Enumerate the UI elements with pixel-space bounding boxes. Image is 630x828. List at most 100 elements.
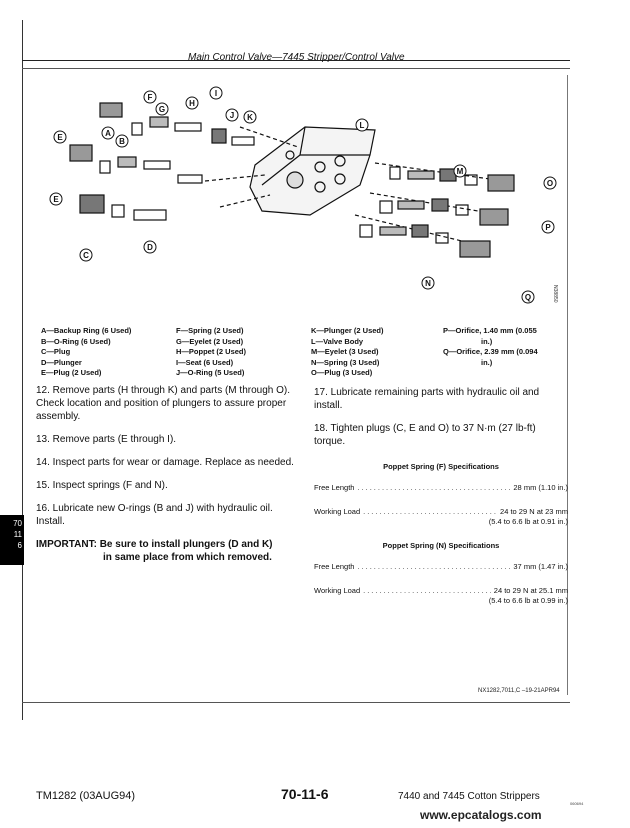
spec-label: Working Load [314,586,361,595]
legend-item: H—Poppet (2 Used) [176,347,247,356]
procedure-steps-right: 17. Lubricate remaining parts with hydra… [314,386,568,618]
callout-o: O [543,176,557,190]
legend-item: N—Spring (3 Used) [311,357,380,367]
legend-item: K—Plunger (2 Used) [311,326,384,335]
callout-label: B [119,137,125,146]
callout-m: M [453,164,467,178]
callout-label: O [547,179,553,188]
tab-line: 70 [13,519,22,528]
legend-column-1: A—Backup Ring (6 Used) B—O-Ring (6 Used)… [41,326,131,379]
legend-item: F—Spring (2 Used) [176,326,244,335]
step-12: 12. Remove parts (H through K) and parts… [36,385,290,422]
legend-item: G—Eyelet (2 Used) [176,336,244,346]
diagram-side-code: N38850 [552,285,558,303]
callout-label: A [105,129,111,138]
frame-left-rule [22,20,23,720]
legend-item: M—Eyelet (3 Used) [311,347,379,356]
legend-item: C—Plug [41,347,71,356]
callout-n: N [421,276,435,290]
callout-h: H [185,96,199,110]
legend-column-4: P—Orifice, 1.40 mm (0.055 in.) Q—Orifice… [443,326,538,368]
important-note: IMPORTANT: Be sure to install plungers (… [36,538,298,564]
step-14: 14. Inspect parts for wear or damage. Re… [36,457,294,468]
step-15: 15. Inspect springs (F and N). [36,480,168,491]
spec-label: Free Length [314,562,355,571]
step-13: 13. Remove parts (E through I). [36,434,177,445]
valve-body-outline [249,126,376,216]
callout-label: K [247,113,253,122]
callout-label: L [360,121,365,130]
callout-e2: E [49,192,63,206]
spec-label: Working Load [314,507,361,516]
spec-f-working-load-imperial: (5.4 to 6.6 lb at 0.91 in.) [488,517,568,526]
tab-line: 6 [17,541,22,550]
important-line-2: in same place from which removed. [103,552,272,563]
step-16: 16. Lubricate new O-rings (B and J) with… [36,503,273,527]
legend-item: L—Valve Body [311,336,364,346]
legend-item: D—Plunger [41,357,82,367]
callout-label: M [457,167,464,176]
callout-p: P [541,220,555,234]
legend-item: in.) [481,357,493,367]
callout-label: I [215,89,217,98]
legend-column-3: K—Plunger (2 Used) L—Valve Body M—Eyelet… [311,326,384,379]
frame-top-rule-2 [22,68,570,69]
watermark: www.epcatalogs.com [420,808,542,822]
footer-product: 7440 and 7445 Cotton Strippers [398,791,540,802]
callout-label: F [148,93,153,102]
tab-line: 11 [13,530,22,539]
frame-top-rule [22,60,570,61]
legend-item: O—Plug (3 Used) [311,368,373,377]
legend-item: E—Plug (2 Used) [41,368,102,377]
legend-item: I—Seat (6 Used) [176,357,234,367]
callout-c: C [79,248,93,262]
spec-n-free-length: Free Length ............................… [314,562,568,572]
callout-j: J [225,108,239,122]
legend-item: Q—Orifice, 2.39 mm (0.094 [443,347,538,356]
section-tab: 70 11 6 [0,515,24,565]
leader-dots: ........................................… [357,483,510,492]
step-18: 18. Tighten plugs (C, E and O) to 37 N·m… [314,423,536,447]
spec-n-heading: Poppet Spring (N) Specifications [382,541,500,550]
exploded-view-diagram: F G H I J K A B E E C D L M N O P Q [49,86,557,304]
spec-n-working-load: Working Load ...........................… [314,586,568,596]
callout-b: B [115,134,129,148]
step-17: 17. Lubricate remaining parts with hydra… [314,387,540,411]
callout-q: Q [521,290,535,304]
legend-column-2: F—Spring (2 Used) G—Eyelet (2 Used) H—Po… [176,326,246,379]
callout-g: G [155,102,169,116]
callout-label: E [53,195,59,204]
callout-label: N [425,279,431,288]
callout-l: L [355,118,369,132]
spec-label: Free Length [314,483,355,492]
footer-page-number: 70-11-6 [281,786,329,802]
procedure-steps-left: 12. Remove parts (H through K) and parts… [36,384,298,574]
spec-value: 24 to 29 N at 25.1 mm [493,586,568,595]
callout-label: G [159,105,165,114]
leader-dots: ........................................… [357,562,510,571]
footer-manual-id: TM1282 (03AUG94) [36,790,136,802]
leader-dots: ........................................… [363,507,497,516]
callout-d: D [143,240,157,254]
frame-right-rule [567,75,568,695]
callout-e: E [53,130,67,144]
legend-item: A—Backup Ring (6 Used) [41,326,132,335]
legend-item: P—Orifice, 1.40 mm (0.055 [443,326,537,335]
callout-i: I [209,86,223,100]
callout-a: A [101,126,115,140]
legend-item: in.) [481,336,493,346]
spec-f-heading: Poppet Spring (F) Specifications [383,462,499,471]
callout-label: D [147,243,153,252]
frame-bottom-rule [22,702,570,703]
callout-label: C [83,251,89,260]
callout-k: K [243,110,257,124]
page-title: Main Control Valve—7445 Stripper/Control… [188,52,405,63]
spec-f-working-load: Working Load ...........................… [314,507,568,517]
spec-value: 37 mm (1.47 in.) [513,562,568,571]
callout-label: E [57,133,63,142]
callout-label: P [545,223,551,232]
legend-item: B—O-Ring (6 Used) [41,336,111,346]
spec-value: 24 to 29 N at 23 mm [500,507,568,516]
callout-label: H [189,99,195,108]
important-label: IMPORTANT: [36,539,97,550]
